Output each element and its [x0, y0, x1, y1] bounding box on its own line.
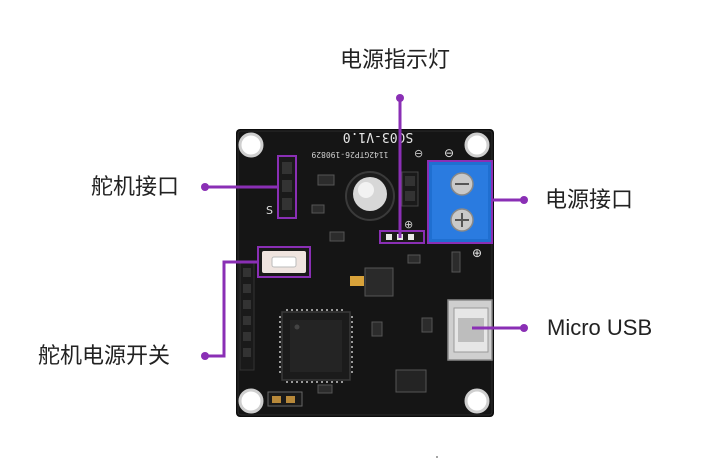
capacitor: [345, 171, 395, 221]
silkscreen-title: SC03-V1.0: [343, 129, 413, 144]
power-led: [379, 230, 425, 244]
annotation-lines: [205, 98, 524, 358]
svg-text:S: S: [266, 204, 273, 217]
silkscreen-code: 1142GTP26-190829: [311, 150, 388, 159]
svg-text:⊖: ⊖: [444, 146, 454, 160]
servo-header: S: [266, 155, 297, 219]
servo-power-switch-line: [205, 260, 258, 358]
svg-text:⊖: ⊖: [414, 147, 423, 160]
label-power-port: 电源接口: [545, 187, 634, 212]
label-power-indicator: 电源指示灯: [340, 47, 451, 72]
servo-power-switch: [257, 246, 311, 278]
stray-mark: [436, 456, 438, 458]
annotation-dots: [201, 94, 528, 360]
micro-usb-port: [447, 299, 493, 361]
label-servo-port: 舵机接口: [91, 174, 180, 199]
svg-text:⊕: ⊕: [472, 246, 482, 260]
svg-text:⊕: ⊕: [404, 218, 413, 231]
mcu-chip: [279, 309, 353, 383]
components: [267, 174, 461, 407]
mounting-holes: [238, 132, 490, 414]
label-servo-power-switch: 舵机电源开关: [38, 343, 171, 368]
label-micro-usb: Micro USB: [547, 315, 653, 340]
side-header: [239, 261, 255, 371]
jumper-header: [401, 171, 419, 207]
power-terminal: ⊖ ⊕ ⊖ ⊕: [404, 146, 493, 260]
